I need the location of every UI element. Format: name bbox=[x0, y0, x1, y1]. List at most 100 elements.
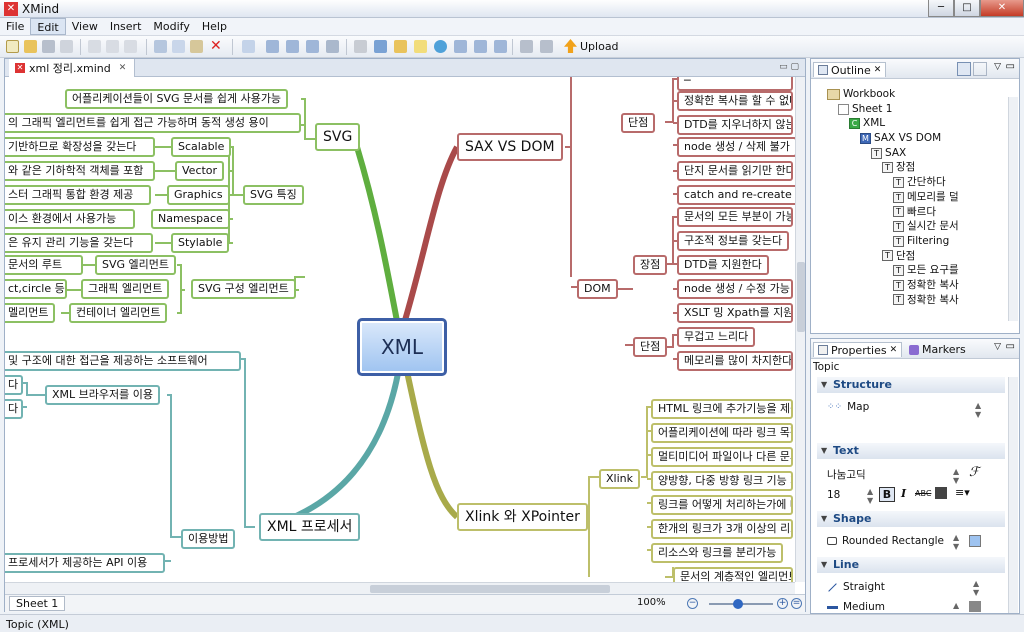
topic-xlink-app[interactable]: 어플리케이션에 따라 링크 목적 bbox=[651, 423, 793, 443]
shape-section[interactable]: Shape bbox=[817, 511, 1005, 527]
topic-scalable-detail[interactable]: 기반하므로 확장성을 갖는다 bbox=[5, 137, 155, 157]
topic-xlink-xpointer[interactable]: Xlink 와 XPointer bbox=[457, 503, 588, 531]
text-color-swatch[interactable] bbox=[935, 487, 947, 499]
topic-xlink-multiresource[interactable]: 한개의 링크가 3개 이상의 리소스 bbox=[651, 519, 793, 539]
topic-xlink-separate[interactable]: 리소스와 링크를 분리가능 bbox=[651, 543, 784, 563]
topic-dom-cons[interactable]: 단점 bbox=[633, 337, 668, 357]
editor-window-controls[interactable]: ▭ ▢ bbox=[779, 62, 799, 72]
topic-sax-vs-dom[interactable]: SAX VS DOM bbox=[457, 133, 563, 161]
bold-button[interactable]: B bbox=[879, 487, 895, 502]
topic-container-element-detail[interactable]: 멜리먼트 bbox=[5, 303, 55, 323]
topic-sax-con-node[interactable]: node 생성 / 삭제 불가 bbox=[677, 137, 795, 157]
topic-sax-con-dtd[interactable]: DTD를 지우너하지 않는다 bbox=[677, 115, 793, 135]
zoom-in-icon[interactable]: + bbox=[777, 598, 788, 609]
menu-modify[interactable]: Modify bbox=[153, 20, 190, 33]
scroll-thumb[interactable] bbox=[797, 262, 805, 332]
topic-dom-pro-structure[interactable]: 구조적 정보를 갖는다 bbox=[677, 231, 790, 251]
outline-tree-item[interactable]: Sheet 1 bbox=[813, 102, 999, 117]
font-spinner[interactable]: ▲▼ bbox=[953, 467, 960, 485]
menu-edit[interactable]: Edit bbox=[30, 18, 66, 35]
shape-row[interactable]: Rounded Rectangle bbox=[827, 535, 944, 547]
upload-button[interactable]: Upload bbox=[564, 39, 619, 53]
topic-namespace[interactable]: Namespace bbox=[151, 209, 230, 229]
topic-browser-stub[interactable]: 다 bbox=[5, 375, 23, 395]
markers-tab[interactable]: Markers bbox=[909, 342, 966, 357]
zoom-out-icon[interactable]: − bbox=[687, 598, 698, 609]
topic-vector[interactable]: Vector bbox=[175, 161, 225, 181]
menu-help[interactable]: Help bbox=[201, 20, 227, 33]
list-view-icon[interactable] bbox=[973, 62, 987, 76]
drill-down-icon[interactable] bbox=[520, 40, 533, 53]
topic-xlink-handling[interactable]: 링크를 어떻게 처리하는가에 대해 bbox=[651, 495, 793, 515]
tree-view-icon[interactable] bbox=[957, 62, 971, 76]
view-menu-icon[interactable]: ▽ bbox=[994, 62, 1001, 72]
minimize-button[interactable]: ─ bbox=[928, 0, 954, 17]
topic-usage[interactable]: 이용방법 bbox=[181, 529, 236, 549]
home-topic-icon[interactable] bbox=[242, 40, 255, 53]
topic-svg-graphic-access[interactable]: 의 그래픽 엘리먼트를 쉽게 접근 가능하며 동적 생성 용이 bbox=[5, 113, 301, 133]
topic-svg-features[interactable]: SVG 특징 bbox=[243, 185, 304, 205]
editor-tab[interactable]: ✕ xml 정리.xmind ✕ bbox=[9, 59, 136, 77]
cut-icon[interactable] bbox=[154, 40, 167, 53]
structure-spinner[interactable]: ▲▼ bbox=[975, 401, 982, 419]
topic-dom-pro-access[interactable]: 문서의 모든 부분이 가능 bbox=[677, 207, 793, 227]
redo-icon[interactable] bbox=[124, 40, 137, 53]
undo-icon[interactable] bbox=[106, 40, 119, 53]
view-menu-icon[interactable]: ▽ bbox=[994, 342, 1001, 352]
close-tab-icon[interactable]: ✕ bbox=[889, 345, 898, 355]
topic-dom[interactable]: DOM bbox=[577, 279, 618, 299]
topic-svg-element[interactable]: SVG 엘리먼트 bbox=[95, 255, 177, 275]
menu-insert[interactable]: Insert bbox=[109, 20, 142, 33]
outline-scrollbar[interactable] bbox=[1008, 97, 1018, 321]
topic-sax-con-copy[interactable]: 정확한 복사를 할 수 없다 bbox=[677, 91, 793, 111]
topic-xpointer-hierarchy[interactable]: 문서의 계층적인 엘리먼트 bbox=[673, 567, 793, 582]
minimize-panel-icon[interactable]: ▭ bbox=[1005, 61, 1015, 72]
save-all-icon[interactable] bbox=[60, 40, 73, 53]
topic-dom-pro-dtd[interactable]: DTD를 지원한다 bbox=[677, 255, 769, 275]
line-color-swatch[interactable] bbox=[969, 601, 981, 612]
topic-scalable[interactable]: Scalable bbox=[171, 137, 232, 157]
horizontal-scrollbar[interactable] bbox=[5, 582, 795, 594]
font-size-row[interactable]: 18 bbox=[827, 489, 840, 501]
line-width-row[interactable]: Medium bbox=[827, 601, 885, 613]
structure-row[interactable]: ⁘⁘ Map bbox=[827, 401, 869, 413]
save-icon[interactable] bbox=[42, 40, 55, 53]
font-picker-icon[interactable]: ℱ bbox=[969, 465, 980, 480]
vertical-scrollbar[interactable] bbox=[795, 77, 805, 582]
maximize-button[interactable]: □ bbox=[954, 0, 980, 17]
zoom-slider-handle[interactable] bbox=[733, 599, 743, 609]
menu-file[interactable]: File bbox=[6, 20, 25, 33]
topic-dom-pro-node[interactable]: node 생성 / 수정 가능 bbox=[677, 279, 793, 299]
hyperlink-icon[interactable] bbox=[434, 40, 447, 53]
shape-spinner[interactable]: ▲▼ bbox=[953, 533, 960, 551]
topic-stylable-detail[interactable]: 은 유지 관리 기능을 갖는다 bbox=[5, 233, 153, 253]
line-style-spinner[interactable]: ▲▼ bbox=[973, 579, 980, 597]
image-icon[interactable] bbox=[374, 40, 387, 53]
insert-topic-icon[interactable] bbox=[266, 40, 279, 53]
topic-svg[interactable]: SVG bbox=[315, 123, 361, 151]
drill-up-icon[interactable] bbox=[540, 40, 553, 53]
properties-tab[interactable]: Properties ✕ bbox=[813, 342, 903, 357]
sheet-tab[interactable]: Sheet 1 bbox=[9, 596, 66, 611]
attachment-icon[interactable] bbox=[354, 40, 367, 53]
topic-container-element[interactable]: 컨테이너 엘리먼트 bbox=[69, 303, 168, 323]
insert-subtopic-icon[interactable] bbox=[286, 40, 299, 53]
topic-xlink-html[interactable]: HTML 링크에 추가기능을 제공 bbox=[651, 399, 793, 419]
relationship-icon[interactable] bbox=[454, 40, 467, 53]
font-size-spinner[interactable]: ▲▼ bbox=[867, 487, 874, 505]
outline-tree-item[interactable]: Workbook bbox=[813, 87, 999, 102]
minimize-panel-icon[interactable]: ▭ bbox=[1005, 341, 1015, 352]
central-topic[interactable]: XML bbox=[357, 318, 447, 376]
line-style-row[interactable]: Straight bbox=[827, 581, 885, 593]
text-section[interactable]: Text bbox=[817, 443, 1005, 459]
floating-topic-icon[interactable] bbox=[326, 40, 339, 53]
topic-graphics-detail[interactable]: 스터 그래픽 통합 환경 제공 bbox=[5, 185, 151, 205]
